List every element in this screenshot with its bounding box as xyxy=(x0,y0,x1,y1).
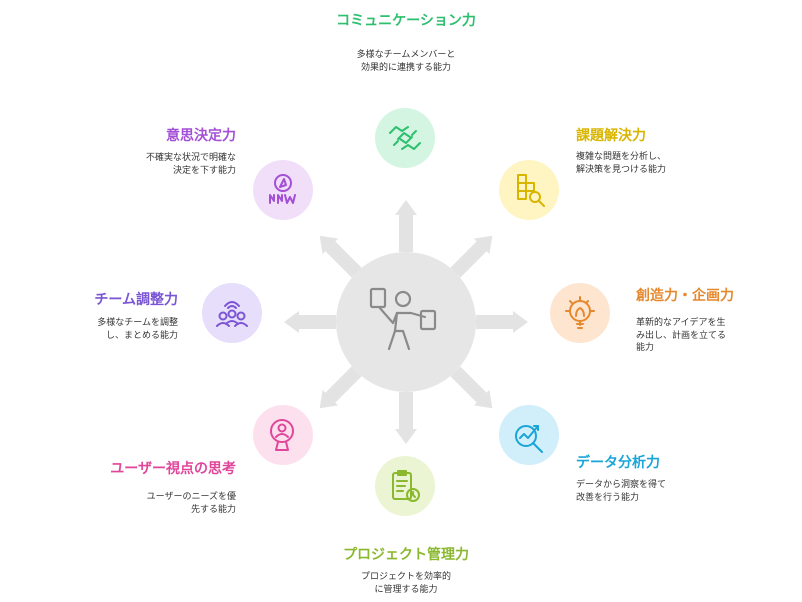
data-analysis-title: データ分析力 xyxy=(576,455,660,471)
arrow-ray-1 xyxy=(450,235,493,278)
lightbulb-gear-icon xyxy=(565,296,595,329)
arrow-ray-7 xyxy=(319,235,362,278)
team-coordination-node xyxy=(202,283,262,343)
compass-signpost-icon xyxy=(269,174,296,204)
person-with-documents-icon xyxy=(369,287,437,351)
user-perspective-desc: ユーザーのニーズを優先する能力 xyxy=(146,492,236,515)
project-management-node xyxy=(375,456,435,516)
creativity-node xyxy=(550,283,610,343)
problem-solving-desc: 複雑な問題を分析し、解決策を見つける能力 xyxy=(576,152,667,175)
arrow-ray-2 xyxy=(476,311,528,333)
arrow-ray-4 xyxy=(395,392,417,444)
creativity-desc: 革新的なアイデアを生み出し、計画を立てる能力 xyxy=(636,318,727,353)
center-hub xyxy=(336,252,476,392)
team-icon xyxy=(216,301,248,327)
arrow-ray-0 xyxy=(395,200,417,252)
arrow-ray-3 xyxy=(450,366,493,409)
decision-making-title: 意思決定力 xyxy=(166,128,236,144)
user-perspective-node xyxy=(253,405,313,465)
user-magnifier-icon xyxy=(270,419,294,451)
project-management-title: プロジェクト管理力 xyxy=(343,547,469,563)
user-perspective-title: ユーザー視点の思考 xyxy=(110,461,236,477)
decision-making-desc: 不確実な状況で明確な決定を下す能力 xyxy=(145,153,236,176)
team-coordination-desc: 多様なチームを調整し、まとめる能力 xyxy=(97,318,178,341)
communication-desc: 多様なチームメンバーと効果的に連携する能力 xyxy=(356,50,456,73)
communication-node xyxy=(375,108,435,168)
data-analysis-node xyxy=(499,405,559,465)
decision-making-node xyxy=(253,160,313,220)
problem-solving-title: 課題解決力 xyxy=(576,128,646,144)
data-analysis-desc: データから洞察を得て改善を行う能力 xyxy=(576,480,667,503)
clipboard-clock-icon xyxy=(392,470,420,502)
arrow-ray-5 xyxy=(319,366,362,409)
creativity-title: 創造力・企画力 xyxy=(636,288,734,304)
communication-title: コミュニケーション力 xyxy=(336,13,476,29)
handshake-icon xyxy=(389,126,421,150)
puzzle-search-icon xyxy=(517,174,545,207)
arrow-ray-6 xyxy=(284,311,336,333)
problem-solving-node xyxy=(499,160,559,220)
team-coordination-title: チーム調整力 xyxy=(94,292,178,308)
project-management-desc: プロジェクトを効率的に管理する能力 xyxy=(360,572,451,595)
chart-magnifier-icon xyxy=(515,425,543,453)
